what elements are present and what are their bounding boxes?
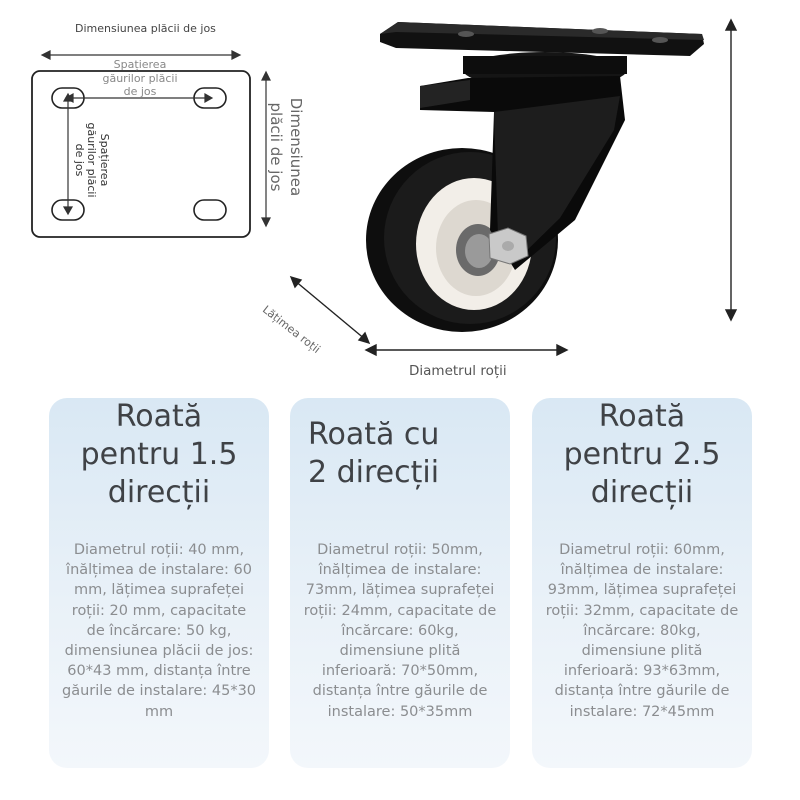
hole-spacing-vertical-label: Spațierea găurilor plăcii de jos	[73, 122, 111, 198]
card-title: Roată cu 2 direcții	[308, 417, 440, 490]
card-2-5-direction-wheel: Roată pentru 2.5 direcții Diametrul roți…	[532, 398, 752, 768]
card-specs: Diametrul roții: 40 mm, înălțimea de ins…	[61, 542, 257, 720]
wheel-width-dimension-line	[289, 275, 371, 345]
card-2-direction-wheel: Roată cu 2 direcții Diametrul roții: 50m…	[290, 398, 510, 768]
card-specs: Diametrul roții: 60mm, înălțimea de inst…	[545, 542, 739, 720]
plate-height-dimension-line	[261, 70, 271, 228]
caster-wheel-image	[366, 22, 704, 332]
wheel-diameter-dimension-line	[364, 343, 569, 357]
card-title: Roată pentru 1.5 direcții	[80, 399, 238, 510]
installation-height-dimension-line	[724, 18, 738, 322]
hole-spacing-horizontal-label: Spațierea găurilor plăcii de jos	[102, 58, 178, 98]
plate-width-dimension-line	[40, 50, 242, 60]
card-specs: Diametrul roții: 50mm, înălțimea de inst…	[303, 542, 497, 720]
card-title: Roată pentru 2.5 direcții	[563, 399, 721, 510]
wheel-diameter-label: Diametrul roții	[409, 363, 507, 379]
hole-spacing-vertical-line	[62, 92, 74, 216]
card-1-5-direction-wheel: Roată pentru 1.5 direcții Diametrul roți…	[49, 398, 269, 768]
plate-dimension-top-label: Dimensiunea plăcii de jos	[75, 22, 216, 35]
caster-dimension-diagram	[31, 18, 738, 357]
plate-dimension-side-label: Dimensiunea plăcii de jos	[267, 97, 305, 197]
